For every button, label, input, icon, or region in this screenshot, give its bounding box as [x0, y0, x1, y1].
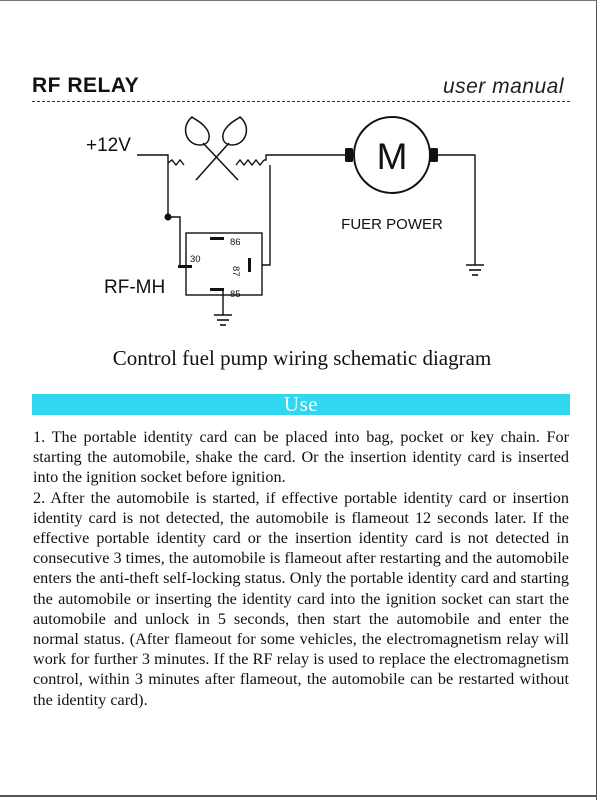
header-title: RF RELAY [32, 74, 140, 97]
pin86-contact [210, 237, 224, 240]
relay-pins [178, 237, 251, 291]
page-header: RF RELAY user manual [32, 74, 568, 102]
wires [137, 154, 476, 315]
motor-label: FUER POWER [341, 216, 443, 233]
ground-icon [214, 314, 232, 326]
pin87-contact [248, 258, 251, 272]
pin30-label: 30 [190, 254, 201, 265]
section-title: Use [283, 392, 319, 416]
relay-box [185, 232, 263, 296]
pin85-contact [210, 288, 224, 291]
wiring-schematic: 86 30 87 85 M FUER POWER +12V RF-MH [86, 115, 484, 326]
pin30-wire [168, 216, 181, 265]
motor-icon [345, 116, 438, 194]
wiring-diagram: 86 30 87 85 M FUER POWER +12V RF-MH [0, 105, 604, 345]
pin86-label: 86 [230, 237, 241, 248]
scissors-icon [184, 115, 248, 181]
header-dashed-rule [32, 101, 570, 102]
bottom-rule [0, 795, 597, 797]
motor-feed-wire [264, 154, 345, 161]
instruction-paragraph: 2. After the automobile is started, if e… [33, 488, 569, 709]
instruction-paragraph: 1. The portable identity card can be pla… [33, 428, 569, 487]
pin30-contact [178, 265, 192, 268]
diagram-caption: Control fuel pump wiring schematic diagr… [112, 346, 492, 370]
section-header-bar: Use [32, 394, 570, 415]
supply-wire [137, 154, 169, 217]
instructions-body: 1. The portable identity card can be pla… [33, 427, 569, 710]
relay-model-label: RF-MH [104, 277, 165, 298]
ground-icon [466, 264, 484, 276]
pin87-wire [262, 165, 271, 266]
cut-wire-left-end [167, 158, 185, 167]
top-rule [0, 0, 597, 1]
cut-wire-right-end [235, 158, 265, 167]
motor-letter: M [377, 136, 408, 177]
pin85-label: 85 [230, 289, 241, 300]
pin87-label: 87 [230, 266, 241, 277]
header-subtitle: user manual [442, 75, 564, 98]
junction-dot [164, 213, 172, 221]
motor-ground-wire [438, 154, 476, 265]
supply-voltage-label: +12V [86, 135, 131, 156]
